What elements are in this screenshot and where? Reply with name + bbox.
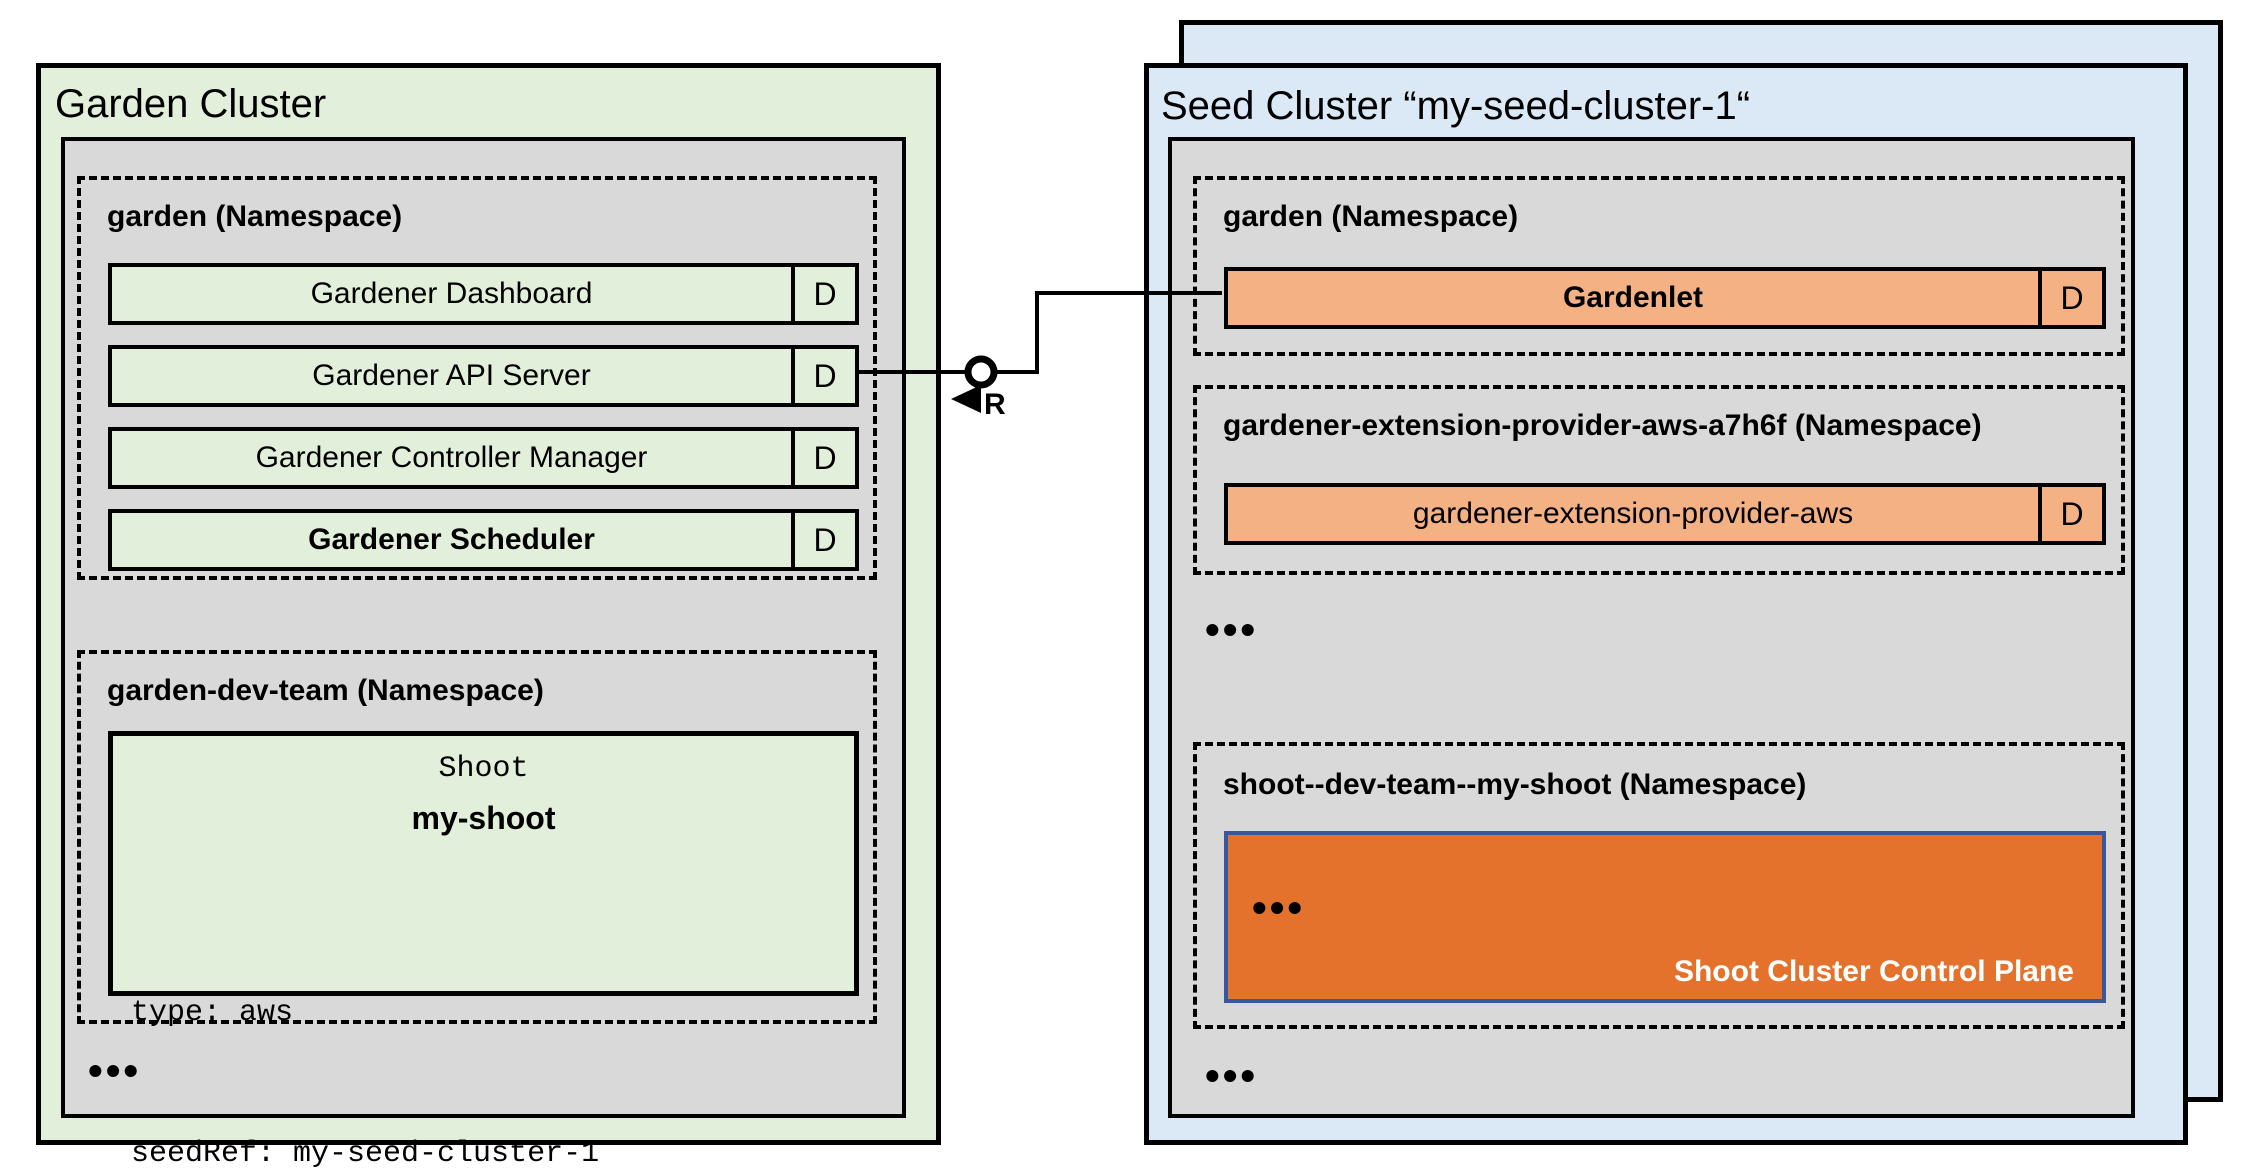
garden-cluster-title: Garden Cluster: [55, 82, 327, 126]
shoot-cluster-control-plane-box: ••• Shoot Cluster Control Plane: [1224, 831, 2106, 1003]
more-namespaces-ellipsis: •••: [1205, 1052, 1259, 1099]
namespace-label: garden (Namespace): [107, 200, 403, 233]
deployment-row-gardener-api-server: Gardener API Server D: [108, 345, 859, 407]
deployment-badge: D: [2038, 487, 2102, 541]
deployment-label: Gardener API Server: [312, 359, 591, 392]
more-namespaces-ellipsis: •••: [1205, 606, 1259, 653]
register-direction-arrow-icon: [951, 385, 981, 413]
deployment-label: gardener-extension-provider-aws: [1412, 497, 1854, 530]
seed-cluster-title: Seed Cluster “my-seed-cluster-1“: [1161, 84, 1751, 128]
deployment-badge: D: [791, 349, 855, 403]
deployment-row-gardener-scheduler: Gardener Scheduler D: [108, 509, 859, 571]
deployment-row-gardener-extension-provider-aws: gardener-extension-provider-aws D: [1224, 483, 2106, 545]
deployment-row-gardener-dashboard: Gardener Dashboard D: [108, 263, 859, 325]
shoot-resource-box: Shoot my-shoot type: aws seedRef: my-see…: [108, 731, 859, 1171]
connection-endpoint-circle-icon: [964, 355, 998, 389]
control-plane-label: Shoot Cluster Control Plane: [1673, 955, 2074, 988]
control-plane-ellipsis: •••: [1252, 884, 1306, 931]
namespace-label: gardener-extension-provider-aws-a7h6f (N…: [1223, 409, 1982, 442]
seed-garden-namespace-box: garden (Namespace) Gardenlet D: [1193, 176, 2125, 356]
deployment-row-gardener-controller-manager: Gardener Controller Manager D: [108, 427, 859, 489]
namespace-label: garden-dev-team (Namespace): [107, 674, 544, 707]
garden-namespace-box: garden (Namespace) Gardener Dashboard D …: [77, 176, 877, 580]
seed-cluster-box: Seed Cluster “my-seed-cluster-1“ garden …: [1144, 63, 2188, 1145]
deployment-badge: D: [791, 513, 855, 567]
register-label: R: [984, 388, 1006, 421]
shoot-spec-type: type: aws: [131, 996, 294, 1030]
garden-dev-team-namespace-box: garden-dev-team (Namespace) Shoot my-sho…: [77, 650, 877, 1171]
shoot-name: my-shoot: [411, 800, 556, 836]
deployment-label: Gardenlet: [1562, 281, 1704, 314]
deployment-row-gardenlet: Gardenlet D: [1224, 267, 2106, 329]
namespace-label: shoot--dev-team--my-shoot (Namespace): [1223, 768, 1807, 801]
more-namespaces-ellipsis: •••: [88, 1047, 142, 1094]
deployment-label: Gardener Scheduler: [308, 523, 595, 556]
deployment-badge: D: [791, 431, 855, 485]
seed-shoot-namespace-box: shoot--dev-team--my-shoot (Namespace) ••…: [1193, 742, 2125, 1029]
deployment-label: Gardener Controller Manager: [255, 441, 648, 474]
shoot-spec: type: aws seedRef: my-seed-cluster-1: [131, 896, 599, 1174]
seed-extension-namespace-box: gardener-extension-provider-aws-a7h6f (N…: [1193, 385, 2125, 575]
deployment-badge: D: [2038, 271, 2102, 325]
shoot-spec-seedref: seedRef: my-seed-cluster-1: [131, 1137, 600, 1171]
shoot-kind: Shoot: [438, 752, 529, 786]
deployment-badge: D: [791, 267, 855, 321]
namespace-label: garden (Namespace): [1223, 200, 1519, 233]
deployment-label: Gardener Dashboard: [310, 277, 593, 310]
